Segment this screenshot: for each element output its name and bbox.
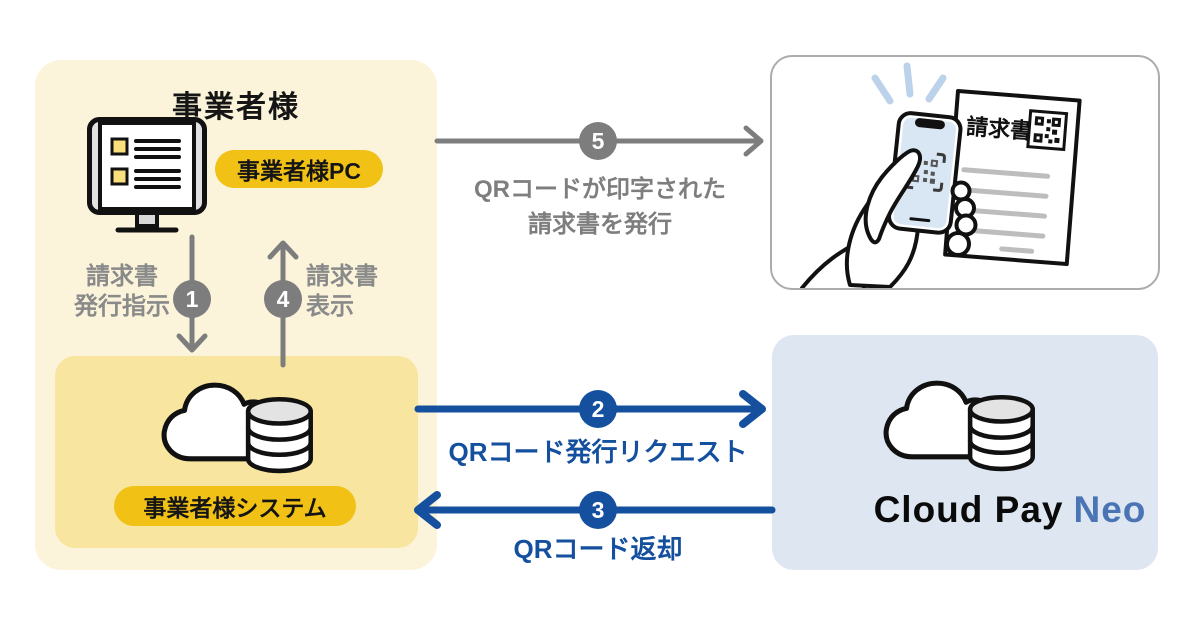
monitor-icon xyxy=(87,117,207,233)
step-2-number: 2 xyxy=(591,395,605,422)
system-badge-label: 事業者様システム xyxy=(143,495,327,521)
cloud-database-icon xyxy=(883,380,1035,472)
step-1-label: 請求書 発行指示 xyxy=(74,263,170,320)
step-5-number: 5 xyxy=(591,127,605,154)
hand-fingers xyxy=(863,148,978,257)
paper-title: 請求書 xyxy=(965,114,1033,144)
qr-code-icon xyxy=(1026,109,1069,152)
step-3-label: QRコード返却 xyxy=(513,534,683,564)
cloudpay-logo-main: Cloud Pay xyxy=(873,489,1064,530)
smartphone-icon xyxy=(887,111,963,235)
step-4-number: 4 xyxy=(276,285,290,312)
step-2-label: QRコード発行リクエスト xyxy=(448,437,748,467)
cloudpay-logo-accent: Neo xyxy=(1073,489,1147,530)
step-1-number: 1 xyxy=(185,285,199,312)
pc-badge-label: 事業者様PC xyxy=(237,158,361,184)
step-3-circle: 3 xyxy=(579,491,617,529)
pc-badge: 事業者様PC xyxy=(215,150,383,188)
step-5-circle: 5 xyxy=(579,122,617,160)
step-2-circle: 2 xyxy=(579,390,617,428)
step-4-label: 請求書 表示 xyxy=(306,263,378,320)
invoice-paper: 請求書 xyxy=(943,89,1082,267)
step-1-circle: 1 xyxy=(173,280,211,318)
step-4-circle: 4 xyxy=(264,280,302,318)
step-3-number: 3 xyxy=(591,496,605,523)
shine-icon xyxy=(871,62,947,105)
cloud-database-icon xyxy=(161,382,313,474)
step-5-label: QRコードが印字された 請求書を発行 xyxy=(474,176,726,238)
invoice-illustration-panel: 請求書 xyxy=(770,55,1160,290)
system-badge: 事業者様システム xyxy=(114,486,356,526)
invoice-scan-illustration: 請求書 xyxy=(800,62,1082,288)
